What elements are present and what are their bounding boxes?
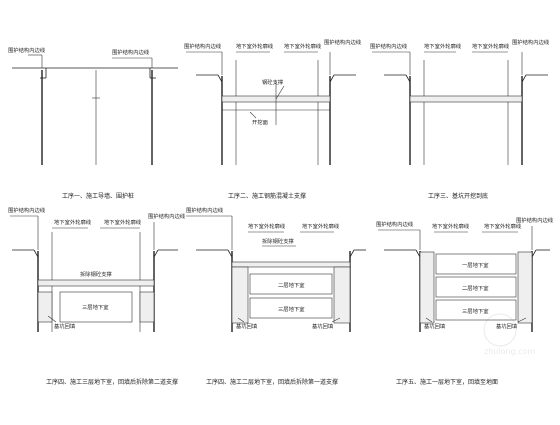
backfill-left <box>231 266 249 324</box>
label-basement-outline-left: 地下室外轮廓线 <box>54 218 92 226</box>
label-basement-level-2: 二层地下室 <box>278 281 305 289</box>
label-retaining-inner-right: 围护结构内边线 <box>112 48 150 56</box>
strut-to-remove <box>231 261 351 268</box>
leader-5h <box>331 317 341 323</box>
panel-step-2: 围护结构内边线 地下室外轮廓线 地下室外轮廓线 围护结构内边线 钢砼支撑 开挖面… <box>184 38 362 200</box>
watermark: zhulong.com <box>483 313 535 356</box>
label-retaining-inner-left: 围护结构内边线 <box>8 46 46 54</box>
strut-to-remove <box>37 279 155 287</box>
label-strut-removal: 拆除钢砼支撑 <box>262 237 294 245</box>
backfill-left <box>419 251 435 324</box>
caption-step-5: 工序五、施工一层地下室，回填至地面 <box>396 378 498 386</box>
label-basement-level-1: 一层地下室 <box>462 261 489 269</box>
label-backfill-left: 基坑回填 <box>236 322 258 330</box>
label-backfill: 基坑回填 <box>54 322 76 330</box>
label-basement-outline-right: 地下室外轮廓线 <box>302 222 340 230</box>
label-basement-outline-left: 地下室外轮廓线 <box>248 222 286 230</box>
basement-level-2-box <box>249 273 333 295</box>
backfill-left <box>37 291 53 323</box>
label-basement-level-3: 三层地下室 <box>278 305 305 313</box>
panel-step-1: 围护结构内边线 围护结构内边线 工序一、施工导墙、围护桩 <box>8 46 178 200</box>
label-retaining-inner-right: 围护结构内边线 <box>324 38 362 46</box>
panel-step-5: 围护结构内边线 地下室外轮廓线 拆除钢砼支撑 地下室外轮廓线 二层地下室 三层地… <box>186 206 366 386</box>
caption-step-4b: 工序四、施工二层地下室，回填后拆除第一道支撑 <box>206 378 338 386</box>
label-retaining-inner-right: 围护结构内边线 <box>148 212 186 220</box>
leader-5g <box>237 317 245 323</box>
label-backfill-left: 基坑回填 <box>424 322 446 330</box>
label-basement-outline-right: 地下室外轮廓线 <box>472 42 510 50</box>
label-basement-outline-left: 地下室外轮廓线 <box>236 42 274 50</box>
watermark-logo-icon <box>483 313 517 347</box>
label-basement-outline-right: 地下室外轮廓线 <box>104 218 142 226</box>
label-basement-level-3: 三层地下室 <box>82 303 109 311</box>
label-backfill-right: 基坑回填 <box>312 322 334 330</box>
label-basement-level-3: 三层地下室 <box>462 307 489 315</box>
basement-level-3-box <box>249 297 333 319</box>
label-concrete-strut: 钢砼支撑 <box>262 78 284 86</box>
leader-2e <box>275 85 285 100</box>
basement-level-3-box <box>59 291 133 323</box>
label-retaining-inner-left: 围护结构内边线 <box>370 42 408 50</box>
label-excavation-face: 开挖面 <box>252 118 268 126</box>
backfill-right <box>139 291 155 323</box>
basement-level-2-box <box>435 276 517 298</box>
watermark-text: zhulong.com <box>484 347 535 356</box>
backfill-right <box>517 251 533 324</box>
backfill-right <box>333 266 351 324</box>
label-retaining-inner-right: 围护结构内边线 <box>516 216 554 224</box>
leader-6i <box>517 317 527 323</box>
leader-6h <box>425 317 433 323</box>
label-retaining-inner-left: 围护结构内边线 <box>186 206 224 214</box>
basement-level-3-box <box>435 299 517 321</box>
label-retaining-inner-right: 围护结构内边线 <box>512 38 550 46</box>
label-retaining-inner-left: 围护结构内边线 <box>376 220 414 228</box>
panel-step-4: 围护结构内边线 地下室外轮廓线 地下室外轮廓线 围护结构内边线 拆除钢砼支撑 三… <box>8 206 186 386</box>
label-basement-outline-right: 地下室外轮廓线 <box>284 42 322 50</box>
leader-4g <box>47 315 57 323</box>
label-strut-removal: 拆除钢砼支撑 <box>80 270 112 278</box>
label-retaining-inner-left: 围护结构内边线 <box>184 42 222 50</box>
caption-step-4a: 工序四、施工三层地下室，回填后拆除第二道支撑 <box>46 378 178 386</box>
basement-level-1-box <box>435 253 517 275</box>
caption-step-1: 工序一、施工导墙、围护桩 <box>62 192 134 200</box>
label-basement-outline-left: 地下室外轮廓线 <box>432 222 470 230</box>
label-backfill-right: 基坑回填 <box>496 322 518 330</box>
concrete-strut <box>409 95 523 103</box>
caption-step-2: 工序二、施工钢筋混凝土支撑 <box>228 192 306 200</box>
label-basement-outline-left: 地下室外轮廓线 <box>424 42 462 50</box>
panel-step-6: 围护结构内边线 地下室外轮廓线 地下室外轮廓线 围护结构内边线 一层地下室 二层… <box>376 216 554 386</box>
label-basement-outline-right: 地下室外轮廓线 <box>484 222 522 230</box>
panel-step-3: 围护结构内边线 地下室外轮廓线 地下室外轮廓线 围护结构内边线 工序三、基坑开挖… <box>370 38 550 200</box>
caption-step-3: 工序三、基坑开挖到底 <box>428 192 488 200</box>
leader-2f <box>249 111 257 119</box>
label-basement-level-2: 二层地下室 <box>462 284 489 292</box>
label-retaining-inner-left: 围护结构内边线 <box>8 206 46 214</box>
